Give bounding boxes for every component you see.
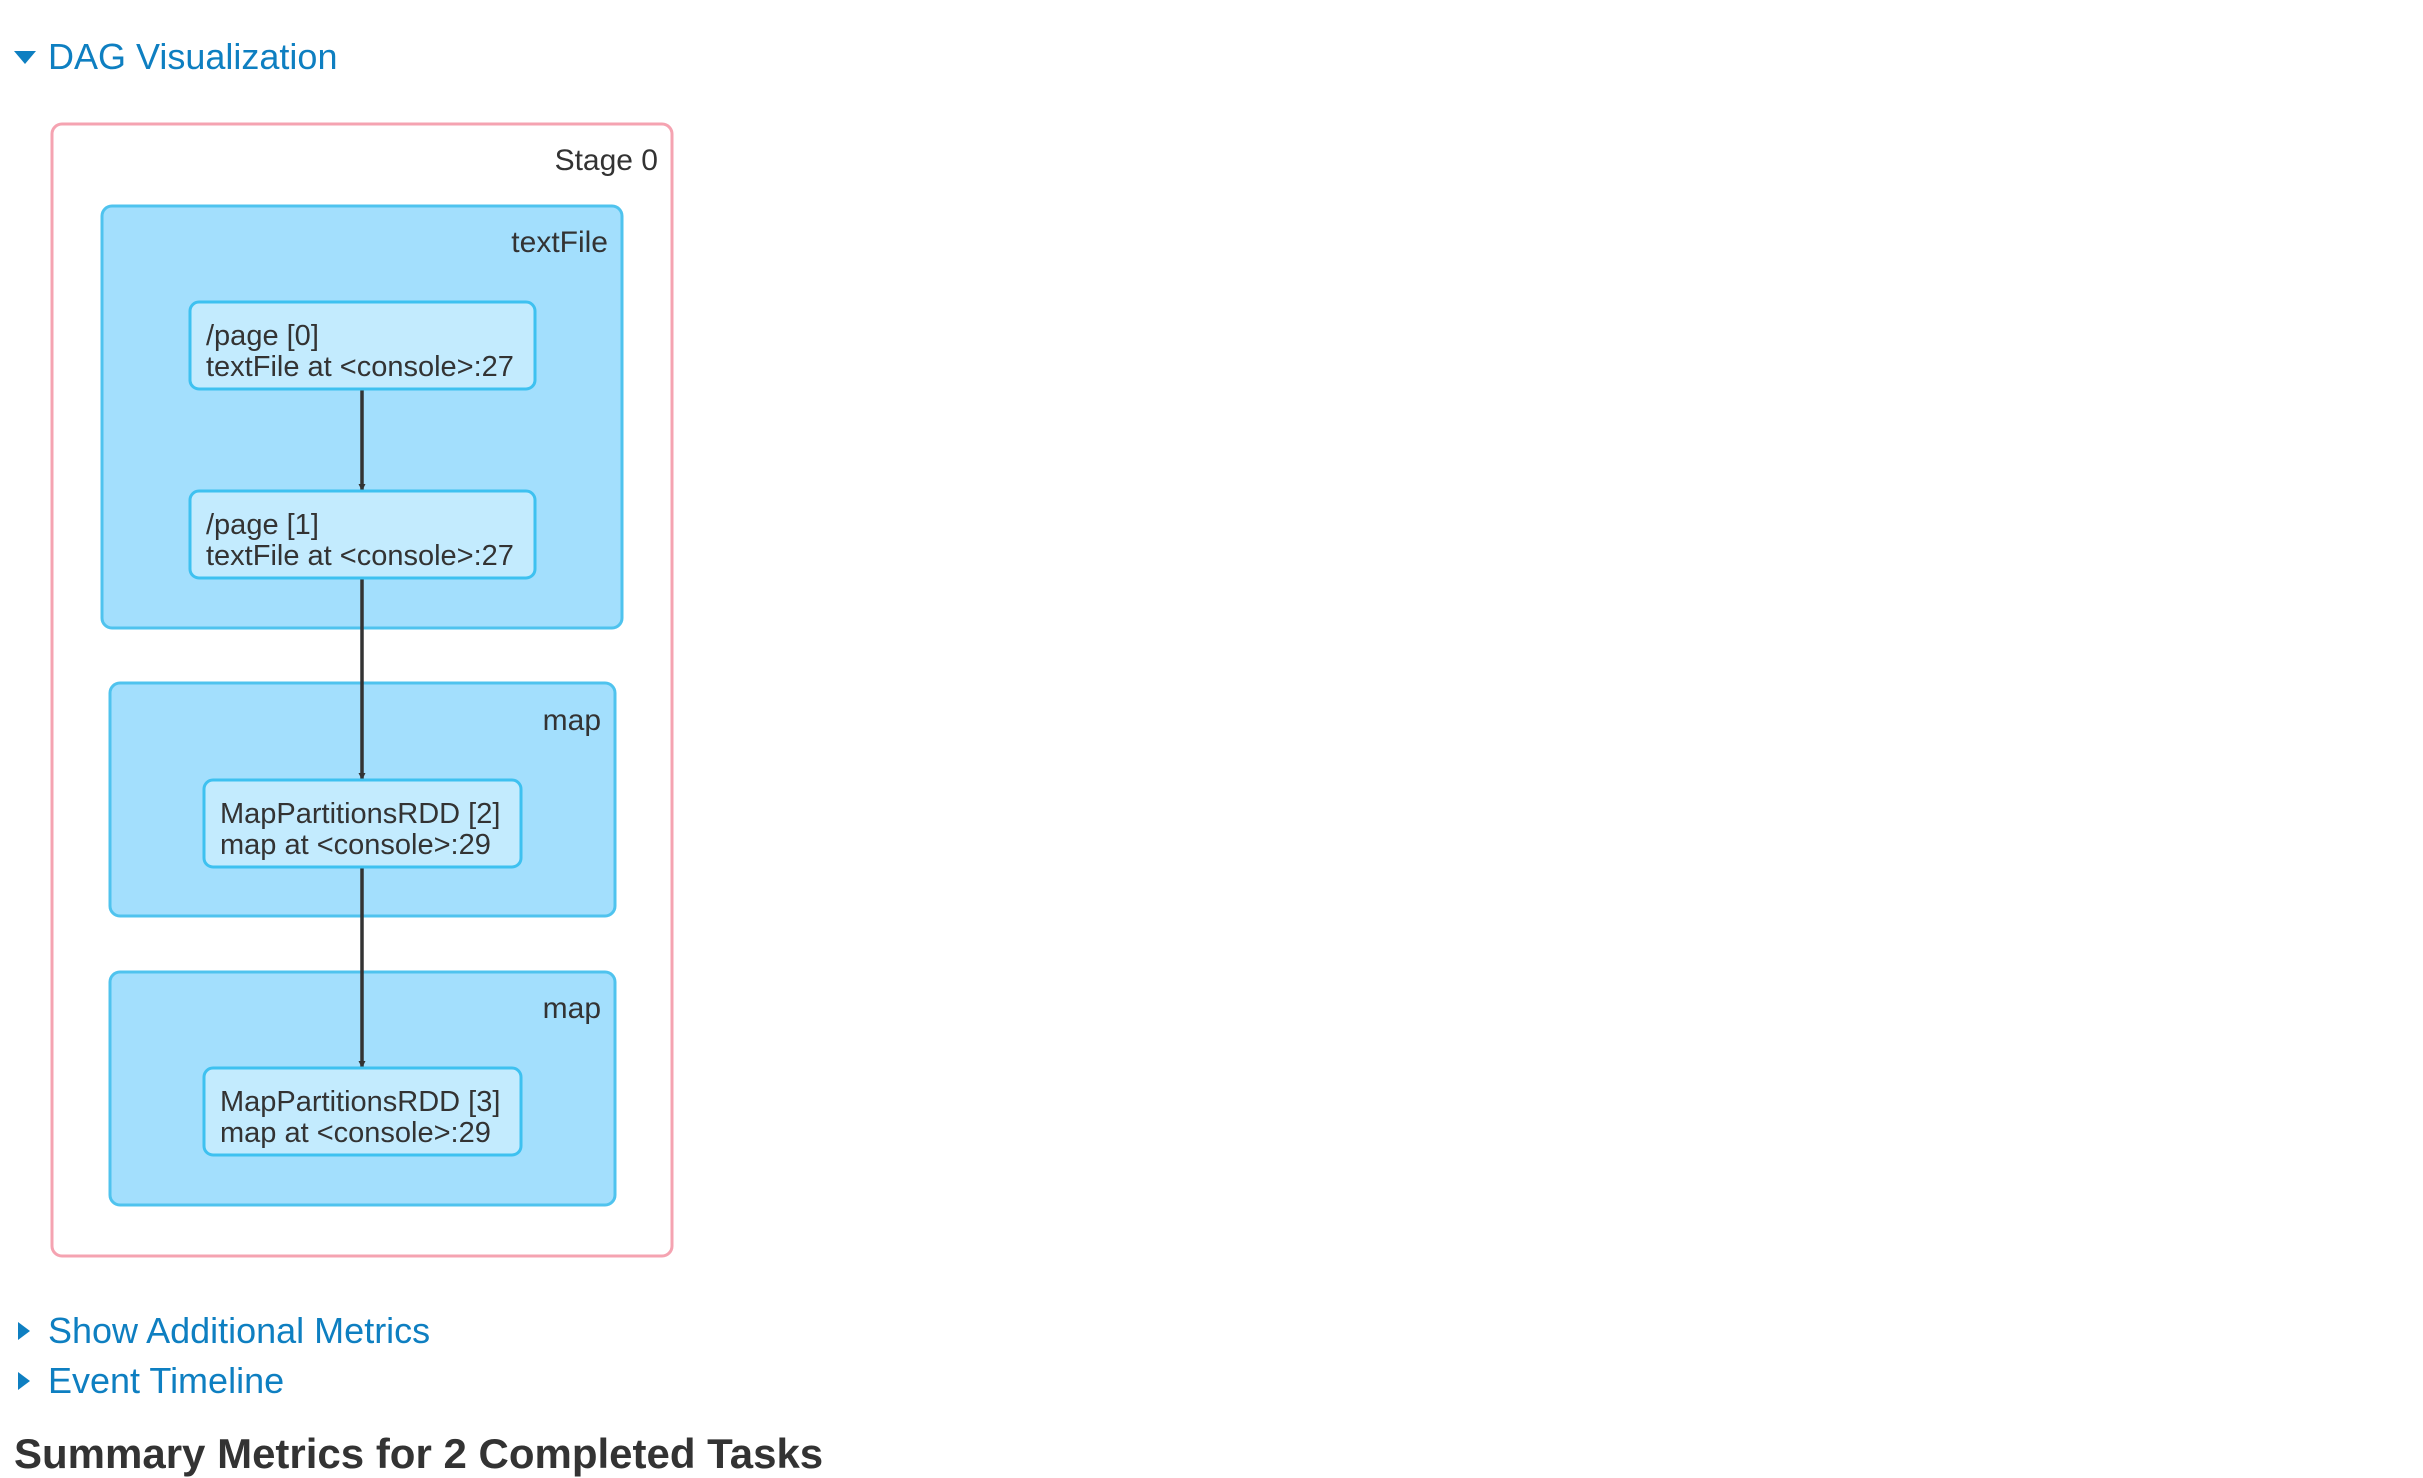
stage-label: Stage 0 bbox=[555, 144, 658, 177]
rdd-node-page-0-name: /page [0] bbox=[206, 320, 319, 352]
cluster-map-1-label: map bbox=[543, 704, 601, 737]
summary-metrics-heading: Summary Metrics for 2 Completed Tasks bbox=[14, 1430, 824, 1477]
rdd-node-page-1-callsite: textFile at <console>:27 bbox=[206, 540, 514, 572]
show-additional-metrics-label: Show Additional Metrics bbox=[48, 1310, 431, 1351]
caret-right-icon bbox=[18, 1322, 30, 1340]
show-additional-metrics-toggle[interactable]: Show Additional Metrics bbox=[14, 1310, 430, 1352]
rdd-node-page-1-name: /page [1] bbox=[206, 509, 319, 541]
rdd-node-mappartitions-2[interactable]: MapPartitionsRDD [2] map at <console>:29 bbox=[202, 778, 523, 869]
event-timeline-label: Event Timeline bbox=[48, 1360, 285, 1401]
cluster-map-2-label: map bbox=[543, 992, 601, 1025]
rdd-node-mappartitions-3-name: MapPartitionsRDD [3] bbox=[220, 1086, 500, 1118]
cluster-textfile-label: textFile bbox=[511, 226, 608, 259]
rdd-node-mappartitions-3-box bbox=[202, 1066, 523, 1157]
dag-visualization-label: DAG Visualization bbox=[48, 36, 338, 77]
rdd-node-mappartitions-3-callsite: map at <console>:29 bbox=[220, 1117, 491, 1149]
rdd-node-mappartitions-2-box bbox=[202, 778, 523, 869]
dag-visualization-toggle[interactable]: DAG Visualization bbox=[14, 36, 337, 78]
rdd-node-page-1[interactable]: /page [1] textFile at <console>:27 bbox=[188, 489, 537, 580]
rdd-node-mappartitions-2-name: MapPartitionsRDD [2] bbox=[220, 798, 500, 830]
rdd-node-page-0[interactable]: /page [0] textFile at <console>:27 bbox=[188, 300, 537, 391]
rdd-node-mappartitions-2-callsite: map at <console>:29 bbox=[220, 829, 491, 861]
rdd-node-mappartitions-3[interactable]: MapPartitionsRDD [3] map at <console>:29 bbox=[202, 1066, 523, 1157]
caret-right-icon bbox=[18, 1372, 30, 1390]
event-timeline-toggle[interactable]: Event Timeline bbox=[14, 1360, 284, 1402]
rdd-node-page-0-callsite: textFile at <console>:27 bbox=[206, 351, 514, 383]
caret-down-icon bbox=[14, 50, 36, 64]
rdd-node-page-0-box bbox=[188, 300, 537, 391]
rdd-node-page-1-box bbox=[188, 489, 537, 580]
